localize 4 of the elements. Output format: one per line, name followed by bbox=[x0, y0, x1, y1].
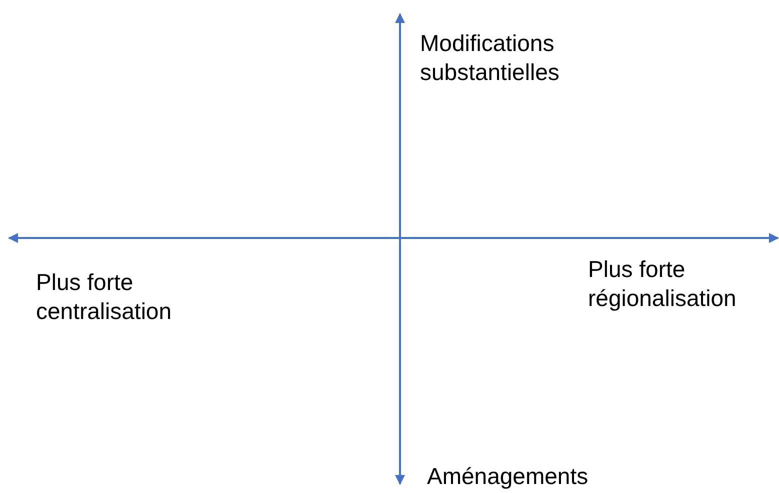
axis-label: Plus forte centralisation bbox=[36, 268, 173, 326]
axis-label: Modifications substantielles bbox=[420, 29, 560, 87]
axis-label: Plus forte régionalisation bbox=[588, 255, 738, 313]
axis-label: Aménagements bbox=[427, 462, 590, 491]
